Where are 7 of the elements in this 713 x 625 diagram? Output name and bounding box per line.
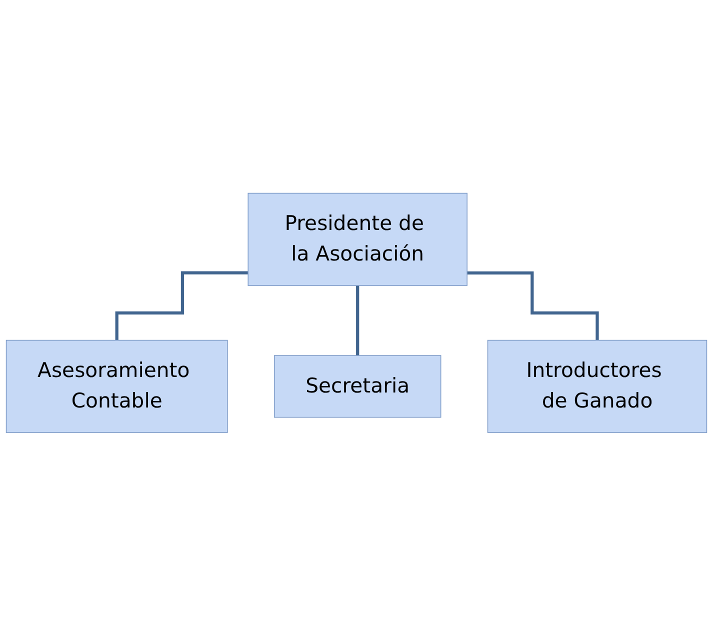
connector <box>115 270 248 342</box>
node-box: Secretaria <box>274 354 442 418</box>
node-box: Introductores de Ganado <box>487 339 708 433</box>
node-box: Asesoramiento Contable <box>6 339 228 433</box>
node-box: Presidente de la Asociación <box>248 192 468 286</box>
connector <box>467 271 599 342</box>
connector <box>356 284 360 357</box>
